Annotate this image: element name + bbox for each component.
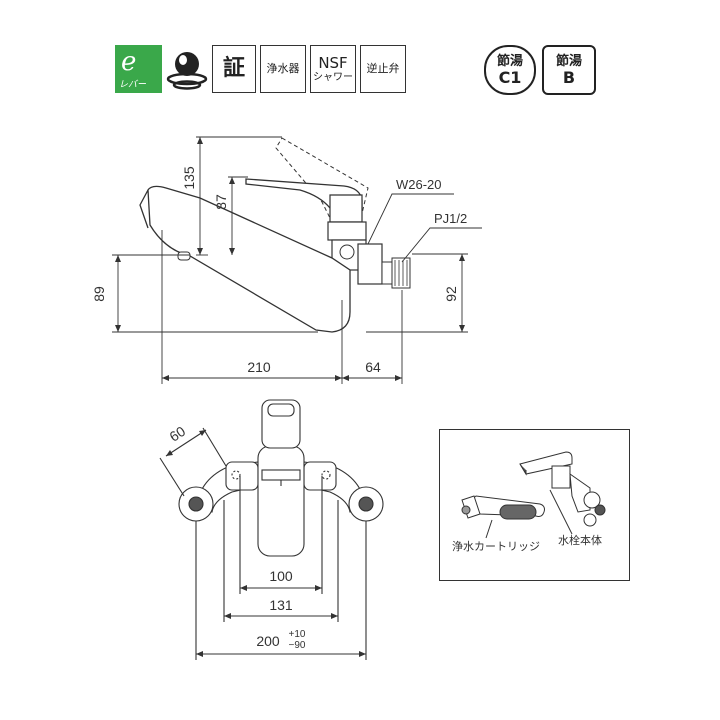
cartridge-inset-illustration: 浄水カートリッジ 水栓本体	[452, 451, 606, 553]
setsuyu-c1-top: 節湯	[496, 53, 523, 69]
lever-base	[329, 194, 363, 223]
dim-131-label: 131	[269, 597, 293, 613]
eco-mark-subtitle: レバー	[119, 80, 147, 90]
setsuyu-b-top: 節湯	[555, 53, 582, 69]
spout-body	[147, 185, 351, 333]
water-purifier-badge: 浄水器	[260, 45, 306, 93]
dim-135-label: 135	[181, 166, 197, 190]
eco-mark-letter: e	[121, 47, 137, 77]
thread-spec-label: W26-20	[396, 177, 442, 192]
inset-cartridge	[499, 504, 537, 520]
thread-fitting	[391, 257, 411, 289]
dim-210-label: 210	[247, 359, 271, 375]
left-elbow	[225, 461, 259, 491]
body-ring	[339, 244, 355, 260]
setsuyu-b-bottom: B	[562, 67, 576, 87]
front-body	[257, 445, 305, 557]
dim-60-label: 60	[166, 423, 188, 445]
shower-outlet	[177, 251, 191, 261]
inset-body-label: 水栓本体	[558, 533, 602, 547]
setsuyu-b-badge: 節湯 B	[542, 45, 596, 95]
nsf-shower-badge: NSF シャワー	[310, 45, 356, 93]
dim-89-label: 89	[91, 286, 107, 302]
eco-lever-badge: e レバー	[115, 45, 162, 93]
inset-body	[551, 465, 571, 489]
spout-tip	[139, 189, 149, 229]
cartridge-inset-panel: 浄水カートリッジ 水栓本体	[439, 429, 630, 581]
front-view-drawing: 60 100 131 200 +10 −90	[159, 399, 384, 660]
tolerance-plus: +10	[289, 629, 306, 640]
dim-200-label: 200	[256, 633, 280, 649]
inset-cartridge-label: 浄水カートリッジ	[452, 539, 540, 553]
dim-100-label: 100	[269, 568, 293, 584]
inset-lever	[519, 451, 573, 475]
water-drop-icon	[166, 52, 208, 90]
nsf-label: NSF	[318, 53, 348, 72]
certification-badge: 証	[212, 45, 256, 93]
setsuyu-c1-bottom: C1	[498, 67, 522, 87]
dim-64-label: 64	[365, 359, 381, 375]
shower-label: シャワー	[313, 71, 353, 83]
wall-union	[357, 243, 383, 285]
dim-87-label: 87	[213, 194, 229, 210]
body-upper	[327, 221, 367, 241]
right-elbow	[303, 461, 337, 491]
union-nut	[381, 261, 393, 285]
side-view-drawing: 135 87 89 92 210 64 W26-20 PJ1/2	[91, 136, 482, 384]
setsuyu-c1-badge: 節湯 C1	[484, 45, 536, 95]
check-valve-badge: 逆止弁	[360, 45, 406, 93]
tolerance-minus: −90	[289, 640, 306, 651]
pipe-spec-label: PJ1/2	[434, 211, 467, 226]
dim-92-label: 92	[443, 286, 459, 302]
